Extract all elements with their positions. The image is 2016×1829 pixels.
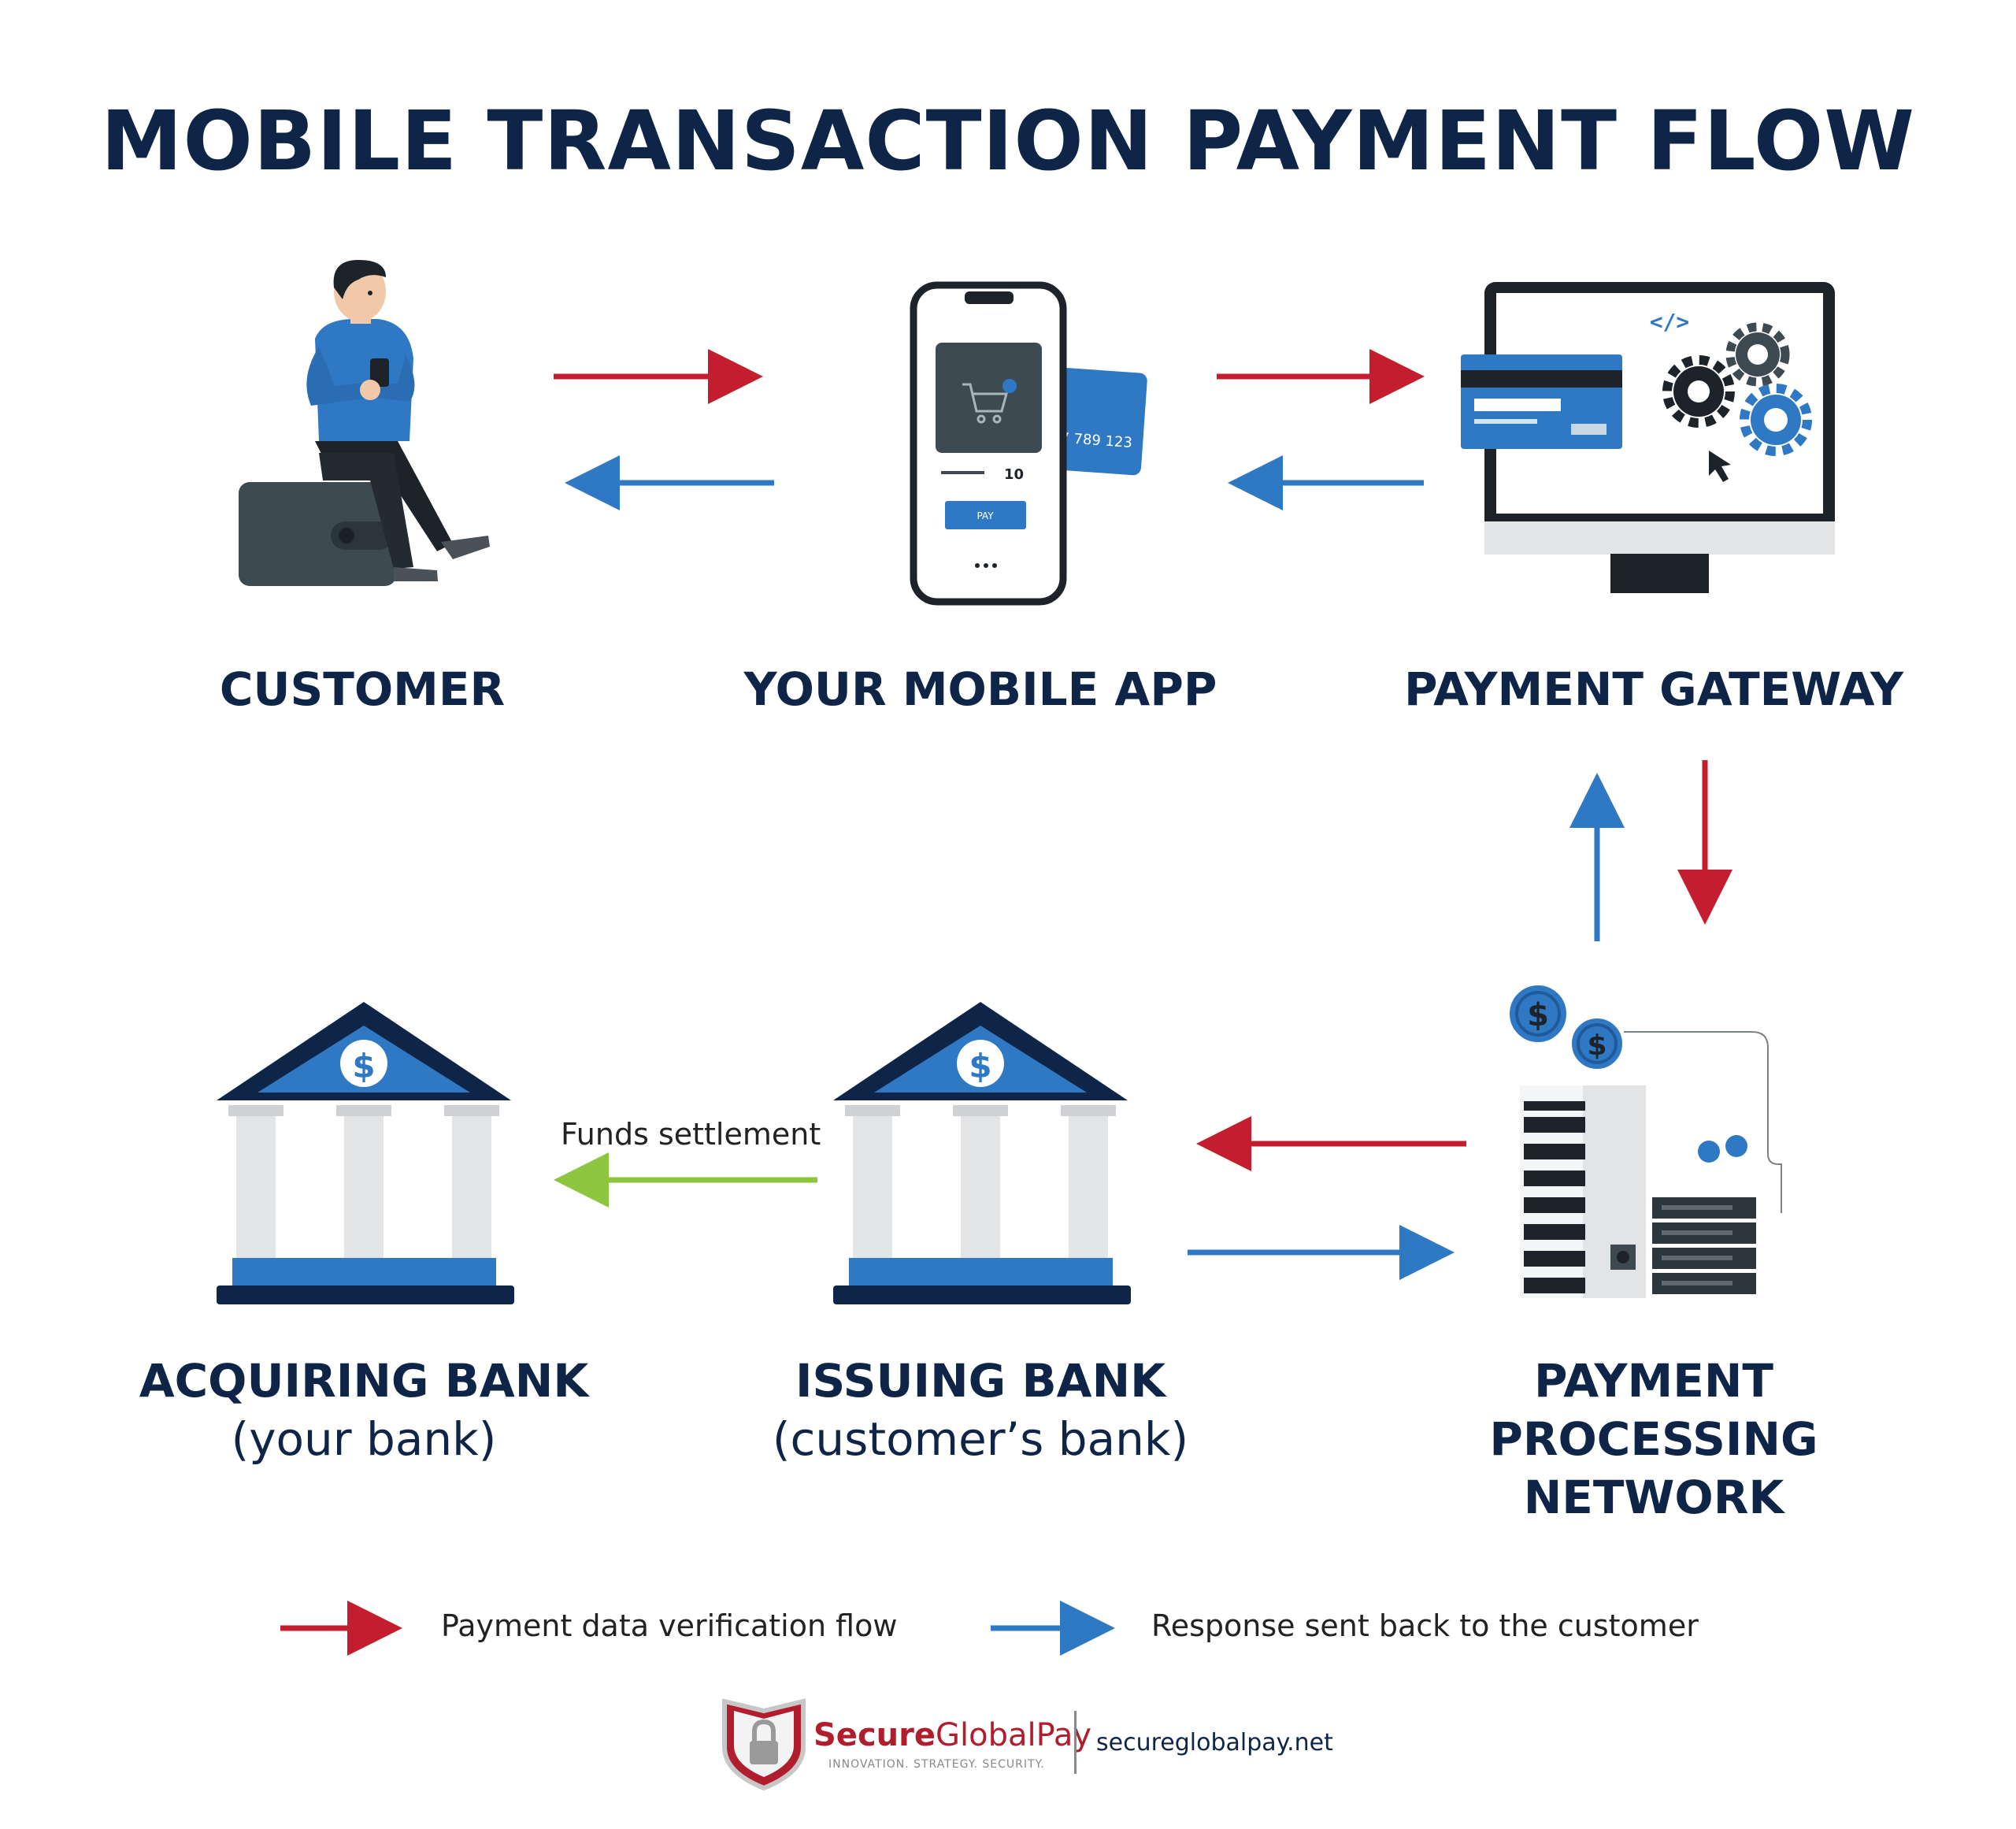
brand-url-link[interactable]: secureglobalpay.net bbox=[1096, 1729, 1333, 1757]
issuing-bank-label: ISSUING BANK (customer’s bank) bbox=[728, 1352, 1232, 1468]
brand-name: SecureGlobalPay bbox=[813, 1717, 1091, 1753]
svg-text:$: $ bbox=[1587, 1030, 1606, 1062]
svg-text:$: $ bbox=[1527, 997, 1549, 1033]
issuing-bank-icon: $ bbox=[833, 1002, 1131, 1304]
gear-icon bbox=[1662, 355, 1735, 428]
issuing-bank-title: ISSUING BANK bbox=[795, 1354, 1166, 1408]
acquiring-bank-icon: $ bbox=[217, 1002, 514, 1304]
issuing-bank-subtitle: (customer’s bank) bbox=[772, 1412, 1189, 1466]
acquiring-bank-subtitle: (your bank) bbox=[231, 1412, 497, 1466]
acquiring-bank-title: ACQUIRING BANK bbox=[139, 1354, 589, 1408]
small-coin-icon bbox=[1698, 1141, 1720, 1163]
secureglobalpay-shield-logo bbox=[722, 1698, 806, 1791]
funds-settlement-label: Funds settlement bbox=[561, 1117, 821, 1152]
dollar-coin-icon: $ bbox=[1506, 982, 1569, 1045]
mobile-app-label: YOUR MOBILE APP bbox=[743, 662, 1217, 716]
brand-name-part-2: GlobalPay bbox=[935, 1717, 1092, 1753]
footer-divider bbox=[1074, 1711, 1077, 1774]
issuing-bank-dollar-symbol: $ bbox=[969, 1047, 991, 1085]
cursor-icon bbox=[1709, 451, 1731, 482]
brand-name-part-1: Secure bbox=[813, 1717, 936, 1753]
code-symbol-icon: </> bbox=[1650, 309, 1690, 335]
dollar-coin-icon-2: $ bbox=[1569, 1015, 1625, 1072]
screen-amount-text: 10 bbox=[1004, 466, 1024, 483]
phone-in-hand-icon bbox=[370, 358, 389, 387]
screen-pay-button bbox=[945, 501, 1026, 529]
payment-network-illustration: $ $ bbox=[1506, 982, 1782, 1298]
screen-pay-text: PAY bbox=[976, 510, 994, 521]
payment-gateway-label: PAYMENT GATEWAY bbox=[1403, 662, 1904, 716]
check-badge-icon bbox=[1002, 379, 1017, 393]
payment-network-label: PAYMENT PROCESSING NETWORK bbox=[1433, 1352, 1874, 1527]
server-rack-icon bbox=[1520, 1085, 1646, 1298]
payment-network-line-2: PROCESSING bbox=[1489, 1412, 1818, 1466]
server-stack-icon bbox=[1652, 1197, 1756, 1294]
payment-gateway-illustration: </> bbox=[1461, 282, 1835, 593]
customer-illustration bbox=[239, 260, 490, 586]
payment-network-line-1: PAYMENT bbox=[1534, 1354, 1773, 1408]
wallet-icon bbox=[239, 482, 396, 586]
brand-tagline: INNOVATION. STRATEGY. SECURITY. bbox=[828, 1758, 1045, 1771]
page-title: MOBILE TRANSACTION PAYMENT FLOW bbox=[101, 93, 1915, 189]
legend-blue-label: Response sent back to the customer bbox=[1151, 1608, 1699, 1643]
legend-red-label: Payment data verification flow bbox=[441, 1608, 898, 1643]
mobile-app-illustration: 7 789 123 10 PAY bbox=[910, 281, 1147, 606]
gear-icon-blue bbox=[1740, 384, 1812, 456]
small-coin-icon-2 bbox=[1725, 1135, 1747, 1157]
gear-icon-dark bbox=[1725, 322, 1790, 387]
customer-label: CUSTOMER bbox=[219, 662, 506, 716]
acquiring-bank-dollar-symbol: $ bbox=[352, 1047, 375, 1085]
acquiring-bank-label: ACQUIRING BANK (your bank) bbox=[112, 1352, 616, 1468]
shopping-cart-icon bbox=[962, 383, 1008, 424]
payment-network-line-3: NETWORK bbox=[1523, 1471, 1784, 1524]
